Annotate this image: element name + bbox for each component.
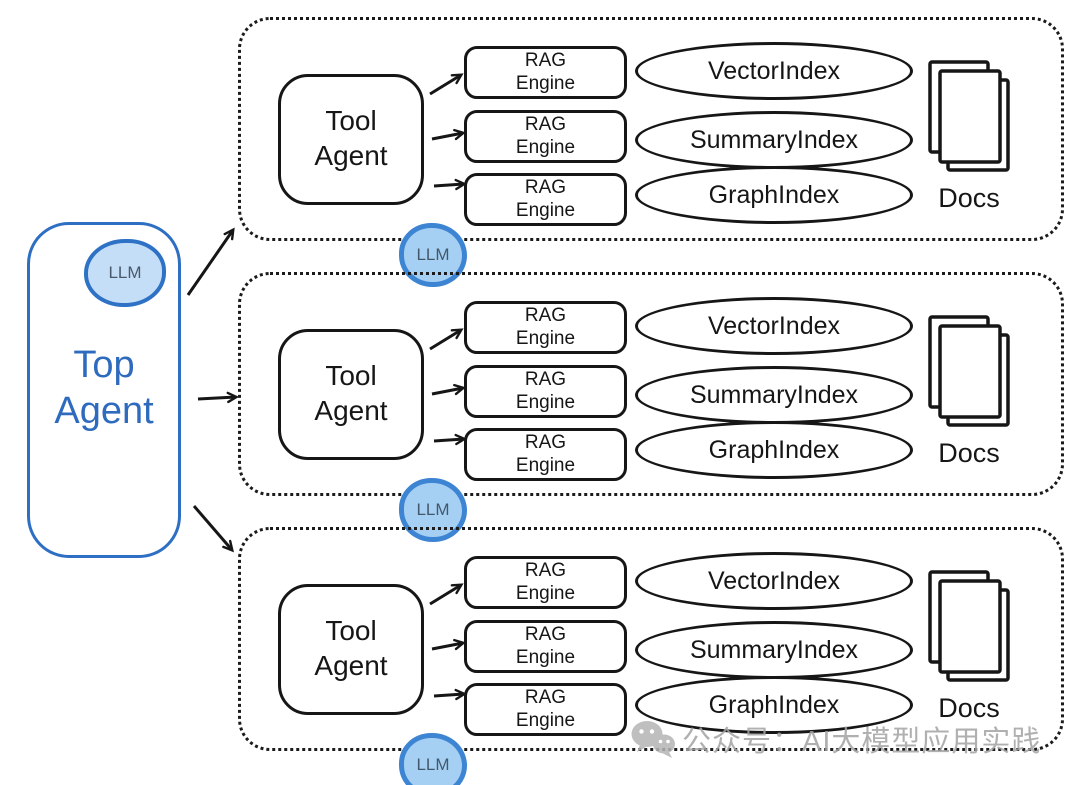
rag-engine-line2: Engine — [515, 199, 576, 221]
summary-index-ellipse: SummaryIndex — [635, 111, 913, 169]
agent-group-3: Tool Agent LLM RAG Engine RAG Engine RAG… — [238, 527, 1064, 785]
top-agent-label: Top Agent — [54, 344, 154, 432]
top-agent-llm-label: LLM — [108, 263, 142, 282]
docs-stack: Docs — [924, 568, 1014, 724]
rag-engine-line1: RAG — [524, 623, 567, 645]
summary-index-ellipse: SummaryIndex — [635, 366, 913, 424]
rag-engine-line1: RAG — [524, 368, 567, 390]
graph-index-ellipse: GraphIndex — [635, 676, 913, 734]
watermark-text: 公众号：AI大模型应用实践 — [682, 726, 1042, 758]
tool-agent-llm-badge: LLM — [399, 223, 467, 287]
graph-index-ellipse: GraphIndex — [635, 166, 913, 224]
rag-engine-box: RAG Engine — [464, 110, 627, 163]
arrow-top-to-group-1 — [186, 227, 235, 296]
rag-engine-line2: Engine — [515, 709, 576, 731]
rag-engine-line1: RAG — [524, 304, 567, 326]
tool-agent-box: Tool Agent LLM — [278, 584, 467, 785]
rag-engine-box: RAG Engine — [464, 556, 627, 609]
tool-agent-label: Tool Agent — [314, 105, 388, 171]
rag-engine-line2: Engine — [515, 136, 576, 158]
tool-agent-llm-label: LLM — [416, 245, 450, 264]
tool-agent-llm-label: LLM — [416, 755, 450, 774]
docs-label: Docs — [938, 183, 1000, 213]
rag-engine-box: RAG Engine — [464, 428, 627, 481]
tool-agent-llm-badge: LLM — [399, 478, 467, 542]
rag-engine-box: RAG Engine — [464, 365, 627, 418]
rag-engine-line1: RAG — [524, 176, 567, 198]
tool-agent-box: Tool Agent LLM — [278, 329, 467, 542]
vector-index-ellipse: VectorIndex — [635, 297, 913, 355]
rag-engine-box: RAG Engine — [464, 301, 627, 354]
summary-index-ellipse: SummaryIndex — [635, 621, 913, 679]
watermark: 公众号：AI大模型应用实践 — [630, 718, 1041, 760]
vector-index-ellipse: VectorIndex — [635, 42, 913, 100]
docs-icon — [928, 570, 1010, 682]
rag-engine-line1: RAG — [524, 113, 567, 135]
rag-engine-line2: Engine — [515, 646, 576, 668]
rag-engine-box: RAG Engine — [464, 683, 627, 736]
vector-index-ellipse: VectorIndex — [635, 552, 913, 610]
graph-index-ellipse: GraphIndex — [635, 421, 913, 479]
rag-engine-line2: Engine — [515, 72, 576, 94]
tool-agent-label: Tool Agent — [314, 615, 388, 681]
rag-engine-line2: Engine — [515, 391, 576, 413]
tool-agent-llm-label: LLM — [416, 500, 450, 519]
docs-stack: Docs — [924, 313, 1014, 469]
rag-engine-line2: Engine — [515, 454, 576, 476]
rag-engine-line1: RAG — [524, 431, 567, 453]
arrow-top-to-group-3 — [192, 505, 235, 553]
docs-label: Docs — [938, 693, 1000, 723]
docs-icon — [928, 60, 1010, 172]
tool-agent-box: Tool Agent LLM — [278, 74, 467, 287]
arrow-top-to-group-2 — [197, 391, 240, 404]
rag-engine-line1: RAG — [524, 49, 567, 71]
tool-agent-llm-badge: LLM — [399, 733, 467, 785]
docs-stack: Docs — [924, 58, 1014, 214]
rag-engine-box: RAG Engine — [464, 46, 627, 99]
rag-engine-line2: Engine — [515, 582, 576, 604]
top-agent-box: LLM Top Agent — [27, 222, 181, 558]
docs-icon — [928, 315, 1010, 427]
rag-engine-line1: RAG — [524, 559, 567, 581]
docs-label: Docs — [938, 438, 1000, 468]
agent-group-1: Tool Agent LLM RAG Engine RAG Engine RAG… — [238, 17, 1064, 287]
rag-engine-box: RAG Engine — [464, 620, 627, 673]
agent-group-2: Tool Agent LLM RAG Engine RAG Engine RAG… — [238, 272, 1064, 542]
rag-engine-line1: RAG — [524, 686, 567, 708]
wechat-icon — [631, 721, 675, 758]
rag-engine-line2: Engine — [515, 327, 576, 349]
rag-engine-box: RAG Engine — [464, 173, 627, 226]
tool-agent-label: Tool Agent — [314, 360, 388, 426]
top-agent-llm-badge: LLM — [84, 239, 166, 307]
